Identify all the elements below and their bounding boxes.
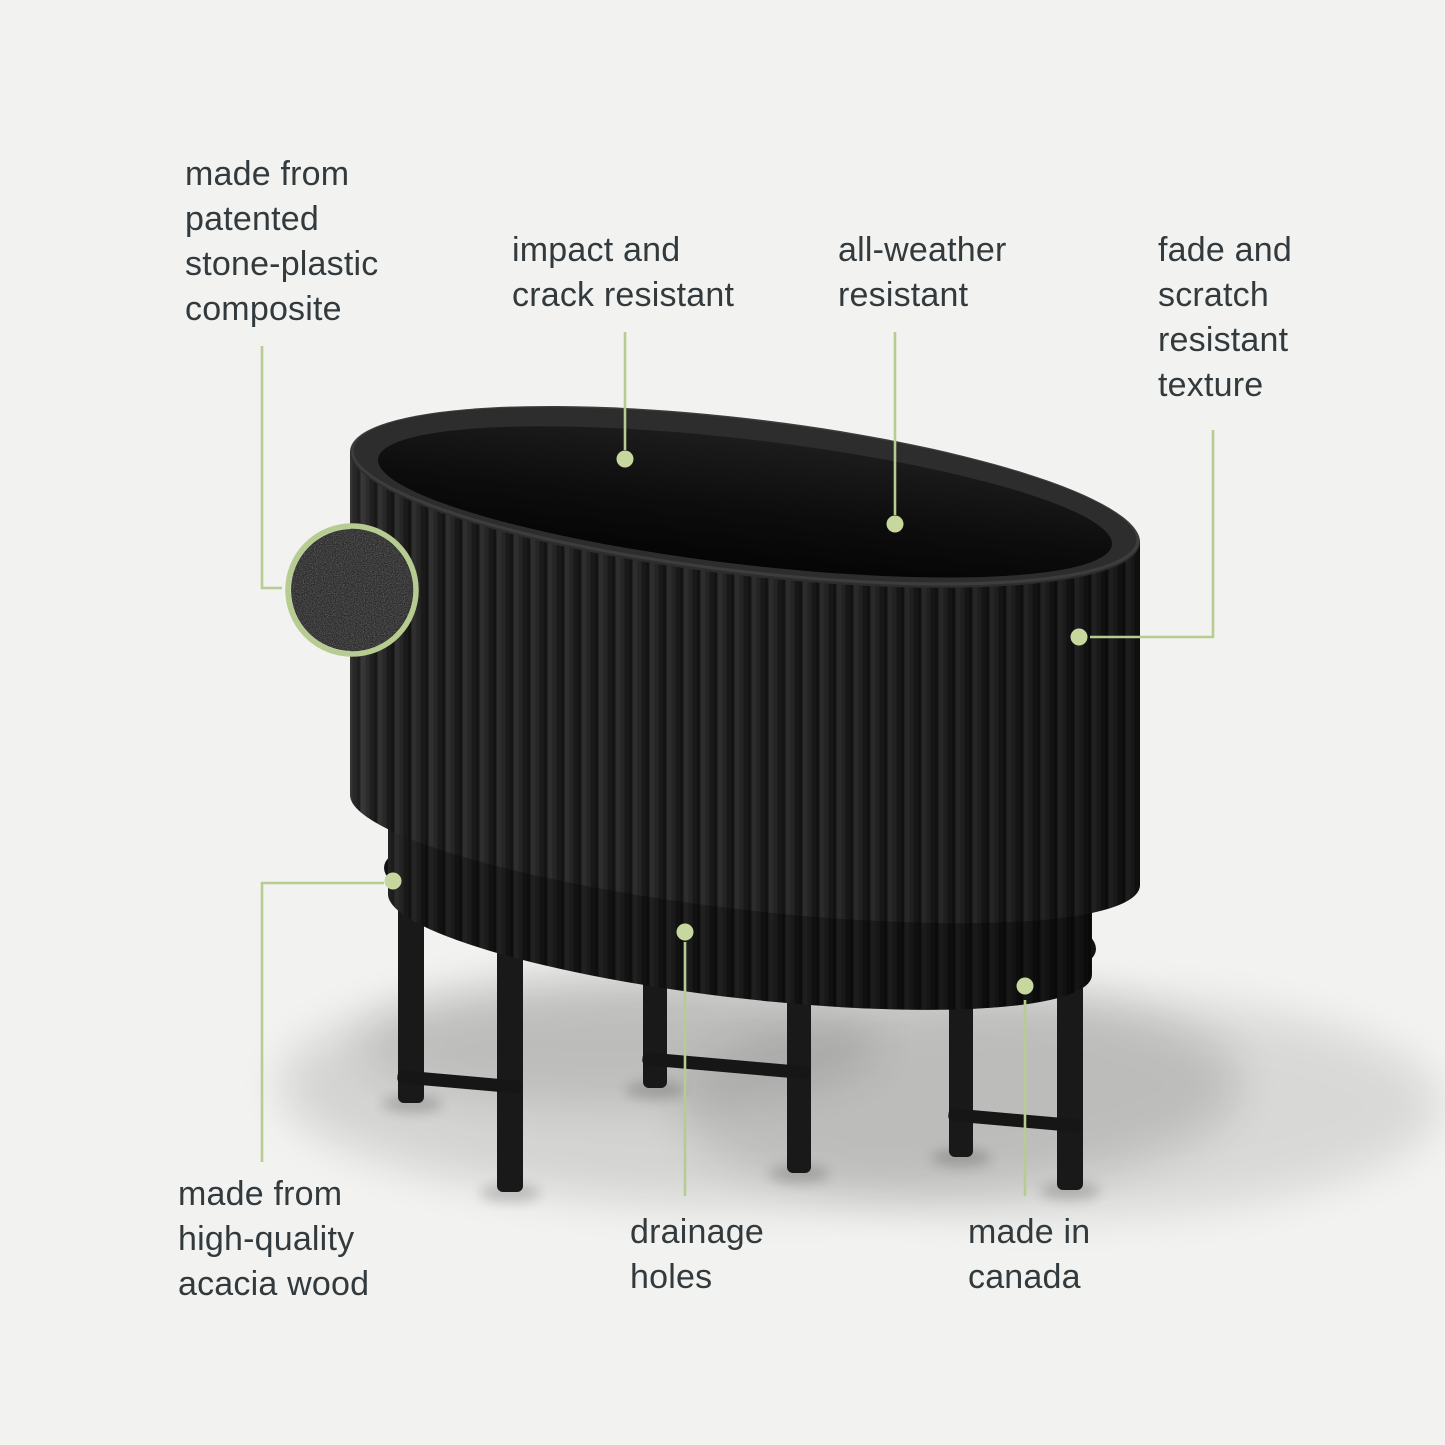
- callout-dot-weather: [886, 515, 904, 533]
- callout-dot-drainage: [676, 923, 694, 941]
- callout-dots: [384, 450, 1088, 995]
- callout-line: made from: [185, 155, 350, 193]
- callout-line: canada: [968, 1258, 1081, 1296]
- callout-weather: all-weather resistant: [838, 228, 1007, 318]
- callout-line: impact and: [512, 231, 681, 269]
- planter-body: [350, 404, 1140, 1010]
- callout-dot-acacia: [384, 872, 402, 890]
- leader-line-fade: [1090, 430, 1215, 639]
- leader-line-acacia: [260, 881, 384, 1162]
- callout-line: holes: [630, 1258, 713, 1296]
- callout-canada: made in canada: [968, 1210, 1090, 1300]
- callout-impact: impact and crack resistant: [512, 228, 734, 318]
- callout-line: patented: [185, 200, 319, 238]
- callout-line: texture: [1158, 366, 1264, 404]
- texture-inset-ring: [285, 523, 419, 657]
- callout-fade: fade and scratch resistant texture: [1158, 228, 1292, 408]
- callout-line: fade and: [1158, 231, 1292, 269]
- callout-line: made in: [968, 1213, 1091, 1251]
- callout-dot-fade: [1070, 628, 1088, 646]
- callout-drainage: drainage holes: [630, 1210, 764, 1300]
- callout-line: high-quality: [178, 1220, 355, 1258]
- leader-lines: [260, 332, 1215, 1196]
- texture-detail-inset: [285, 523, 419, 657]
- callout-line: resistant: [838, 276, 969, 314]
- callout-dot-impact: [616, 450, 634, 468]
- callout-line: made from: [178, 1175, 343, 1213]
- callout-line: acacia wood: [178, 1265, 370, 1303]
- callout-line: stone-plastic: [185, 245, 379, 283]
- callout-line: composite: [185, 290, 342, 328]
- callout-line: scratch: [1158, 276, 1269, 314]
- stand-legs: [397, 879, 1083, 1192]
- callout-line: drainage: [630, 1213, 764, 1251]
- callout-acacia: made from high-quality acacia wood: [178, 1172, 369, 1307]
- callout-dot-canada: [1016, 977, 1034, 995]
- leader-line-composite: [260, 346, 282, 590]
- callout-composite: made from patented stone-plastic composi…: [185, 152, 378, 332]
- callout-line: all-weather: [838, 231, 1007, 269]
- callout-line: crack resistant: [512, 276, 735, 314]
- planter-cavity: [378, 426, 1112, 578]
- callout-line: resistant: [1158, 321, 1289, 359]
